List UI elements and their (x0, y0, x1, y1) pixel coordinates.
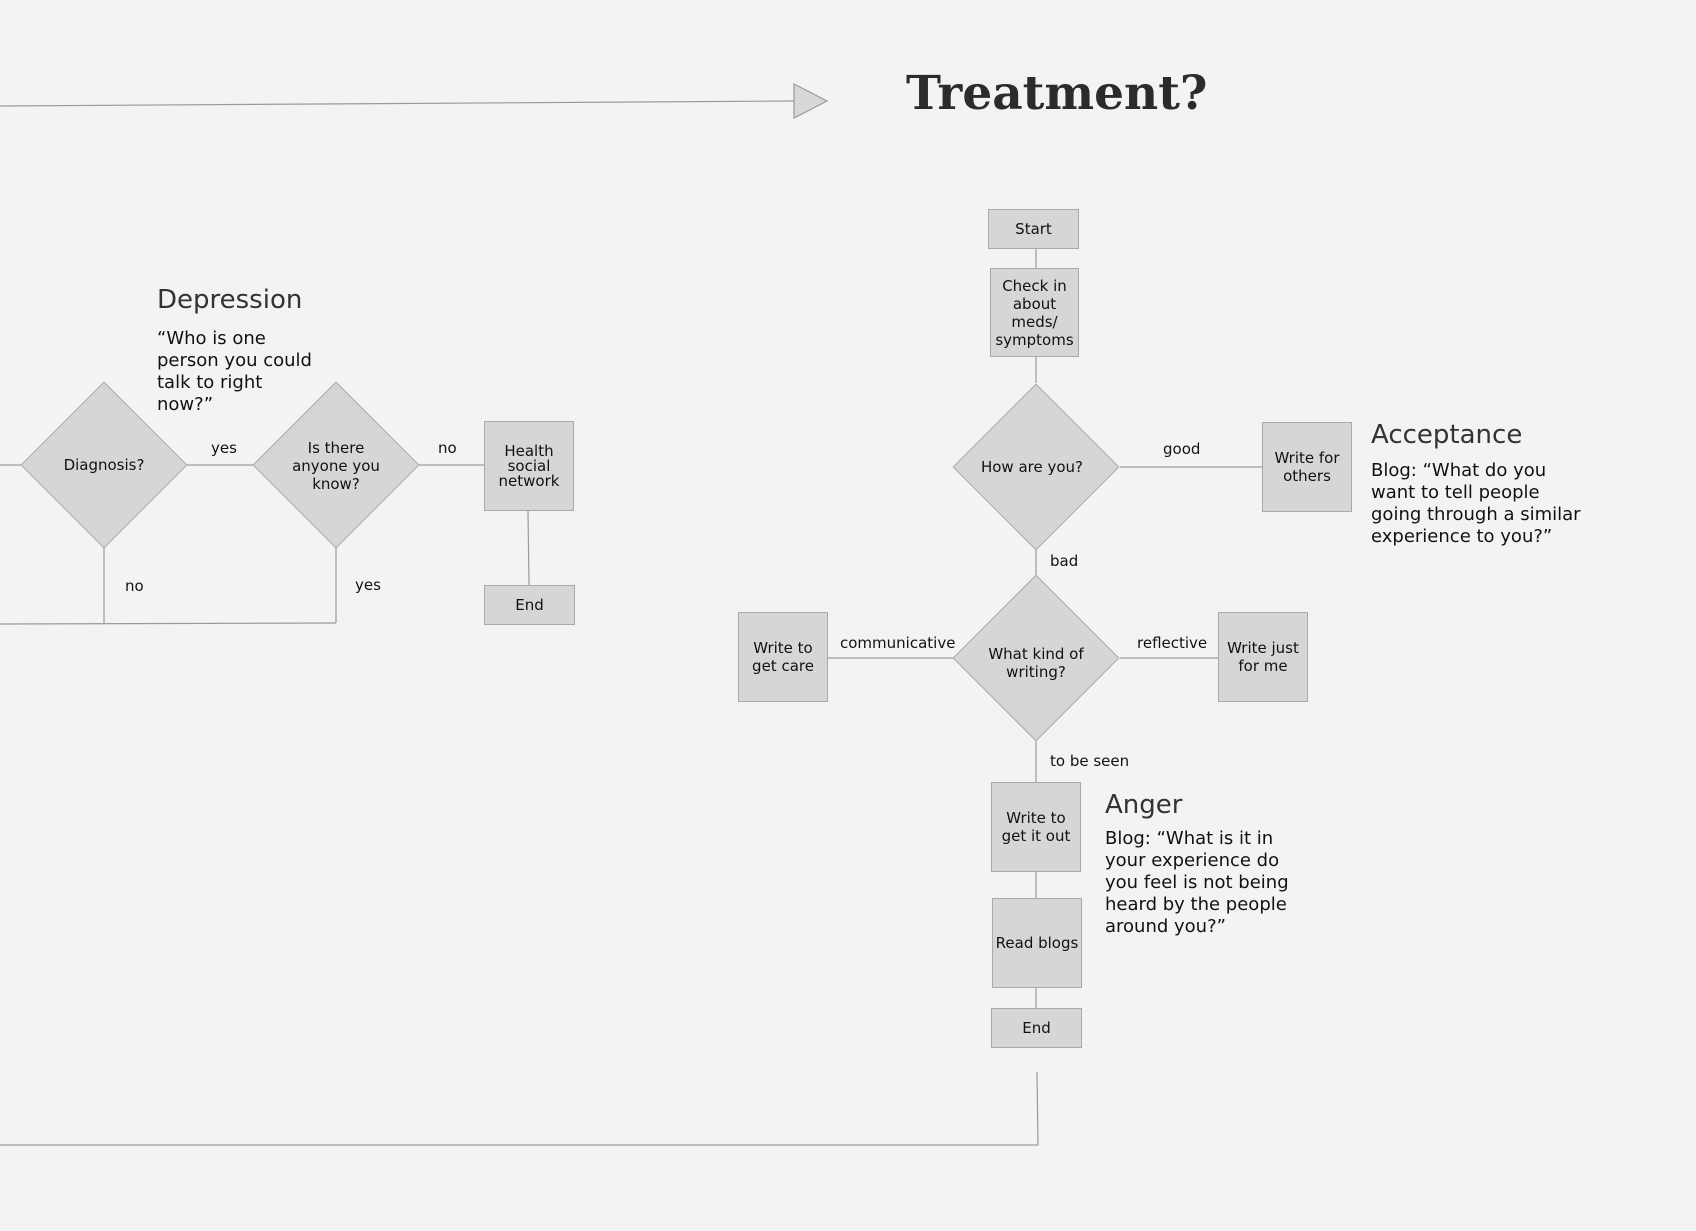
node-start: Start (988, 209, 1079, 249)
node-check-in: Check in about meds/ symptoms (990, 268, 1079, 357)
node-end-left: End (484, 585, 575, 625)
decision-how-are-you-label: How are you? (980, 458, 1084, 476)
decision-anyone-you-know-label: Is there anyone you know? (292, 439, 380, 493)
node-health-social-network: Health social network (484, 421, 574, 511)
note-body-anger: Blog: “What is it in your experience do … (1105, 828, 1289, 937)
edge-label-communicative: communicative (840, 634, 956, 652)
node-end-right: End (991, 1008, 1082, 1048)
edge-health-end (527, 510, 530, 586)
node-write-just-for-me: Write just for me (1218, 612, 1308, 702)
edge-bottom-return-left (0, 622, 337, 625)
top-arrow-line (0, 100, 795, 107)
edge-label-no: no (438, 439, 457, 457)
note-title-depression: Depression (157, 285, 303, 315)
edge-label-bad: bad (1050, 552, 1079, 570)
decision-diagnosis-label: Diagnosis? (63, 456, 145, 474)
edge-label-yes: yes (355, 576, 381, 594)
node-write-to-get-it-out: Write to get it out (991, 782, 1081, 872)
edge-label-good: good (1163, 440, 1201, 458)
edge-end-down (1036, 1071, 1039, 1146)
note-body-acceptance: Blog: “What do you want to tell people g… (1371, 460, 1581, 547)
page-title: Treatment? (906, 66, 1208, 121)
node-read-blogs: Read blogs (992, 898, 1082, 988)
edge-label-yes: yes (211, 439, 237, 457)
note-body-depression: “Who is one person you could talk to rig… (157, 328, 312, 415)
edge-label-to-be-seen: to be seen (1050, 752, 1130, 770)
decision-what-kind-of-writing-label: What kind of writing? (988, 645, 1084, 681)
node-write-for-others: Write for others (1262, 422, 1352, 512)
edge-label-reflective: reflective (1137, 634, 1208, 652)
arrow-head-icon (793, 83, 829, 119)
edge-label-no: no (125, 577, 144, 595)
note-title-anger: Anger (1105, 790, 1183, 820)
node-write-to-get-care: Write to get care (738, 612, 828, 702)
note-title-acceptance: Acceptance (1371, 420, 1523, 450)
